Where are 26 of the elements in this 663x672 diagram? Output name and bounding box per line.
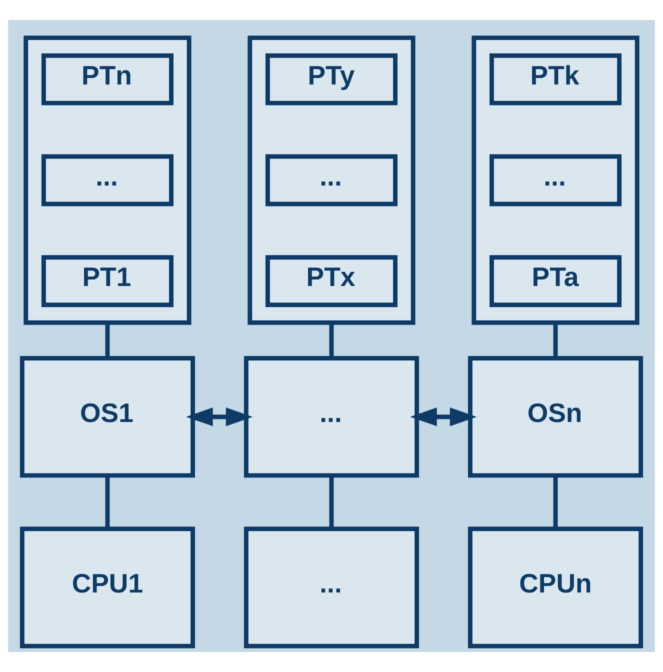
connector <box>329 476 334 528</box>
arrow <box>186 407 253 426</box>
node-box: OS1 <box>20 356 195 478</box>
node-box: PT1 <box>41 255 174 308</box>
node-box: PTy <box>265 53 398 106</box>
connector <box>329 322 334 358</box>
node-box: ... <box>244 526 420 648</box>
node-box: ... <box>265 154 398 206</box>
connector <box>553 476 558 528</box>
connector <box>105 476 110 528</box>
arrow <box>410 407 477 426</box>
node-box: ... <box>41 154 174 206</box>
connector <box>105 322 110 358</box>
node-box: PTx <box>265 255 398 308</box>
connector <box>553 322 558 358</box>
node-box: PTn <box>41 53 174 106</box>
node-box: PTa <box>490 255 622 308</box>
node-box: CPU1 <box>20 526 195 648</box>
node-box: CPUn <box>468 526 644 648</box>
node-box: ... <box>490 154 622 206</box>
node-box: OSn <box>468 356 644 478</box>
cluster <box>248 36 416 325</box>
cluster <box>24 36 192 325</box>
node-box: ... <box>244 356 420 478</box>
cluster <box>472 36 640 325</box>
node-box: PTk <box>490 53 622 106</box>
